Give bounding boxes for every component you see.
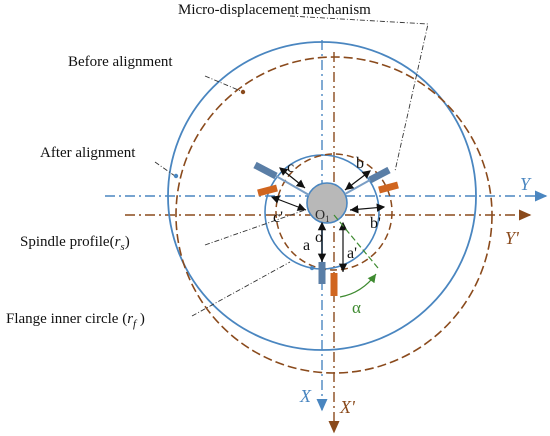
center-label-O1: O1 (315, 208, 330, 224)
dim-label-c: c (287, 159, 294, 176)
dim-label-o: o (315, 229, 323, 246)
label-flange-inner: Flange inner circle (rf ) (6, 311, 145, 330)
dim-c-arrow (279, 167, 306, 189)
axis-label-X: X (299, 386, 312, 406)
axis-label-X-prime: X' (339, 397, 356, 417)
dim-b-prime-arrow (349, 203, 386, 214)
marker-dot-flange (309, 265, 315, 271)
jaw-upper-right (344, 166, 399, 195)
dim-label-a-prime: a' (347, 245, 357, 262)
alpha-arc (339, 273, 377, 298)
leader-before-alignment (204, 75, 244, 93)
leader-flange-inner (191, 261, 291, 317)
dim-label-b: b (356, 155, 364, 172)
label-micro-displacement: Micro-displacement mechanism (178, 2, 371, 18)
dim-label-c-prime: c' (273, 209, 283, 226)
alpha-reference-line (333, 214, 379, 269)
marker-dot-after (173, 173, 179, 179)
label-spindle-profile: Spindle profile(rs) (20, 234, 130, 253)
flange-inner-circle-brown (275, 153, 393, 271)
axis-label-Y-prime: Y' (505, 228, 520, 248)
spindle-profile (306, 182, 348, 224)
jaw-bottom (318, 225, 338, 296)
label-before-alignment: Before alignment (68, 54, 173, 70)
leader-micro-displacement (289, 15, 429, 172)
leader-spindle-profile (204, 209, 306, 246)
dim-label-b-prime: b' (370, 215, 381, 232)
after-alignment-circle (167, 41, 477, 351)
marker-dot-before (240, 89, 246, 95)
angle-label-alpha: α (352, 298, 361, 317)
before-alignment-circle (175, 56, 493, 374)
label-after-alignment: After alignment (40, 145, 136, 161)
dim-c-prime-arrow (270, 195, 307, 211)
dim-label-a: a (303, 237, 310, 254)
axis-label-Y: Y (520, 174, 532, 194)
dim-b-arrow (344, 170, 371, 191)
leader-after-alignment (154, 161, 176, 177)
